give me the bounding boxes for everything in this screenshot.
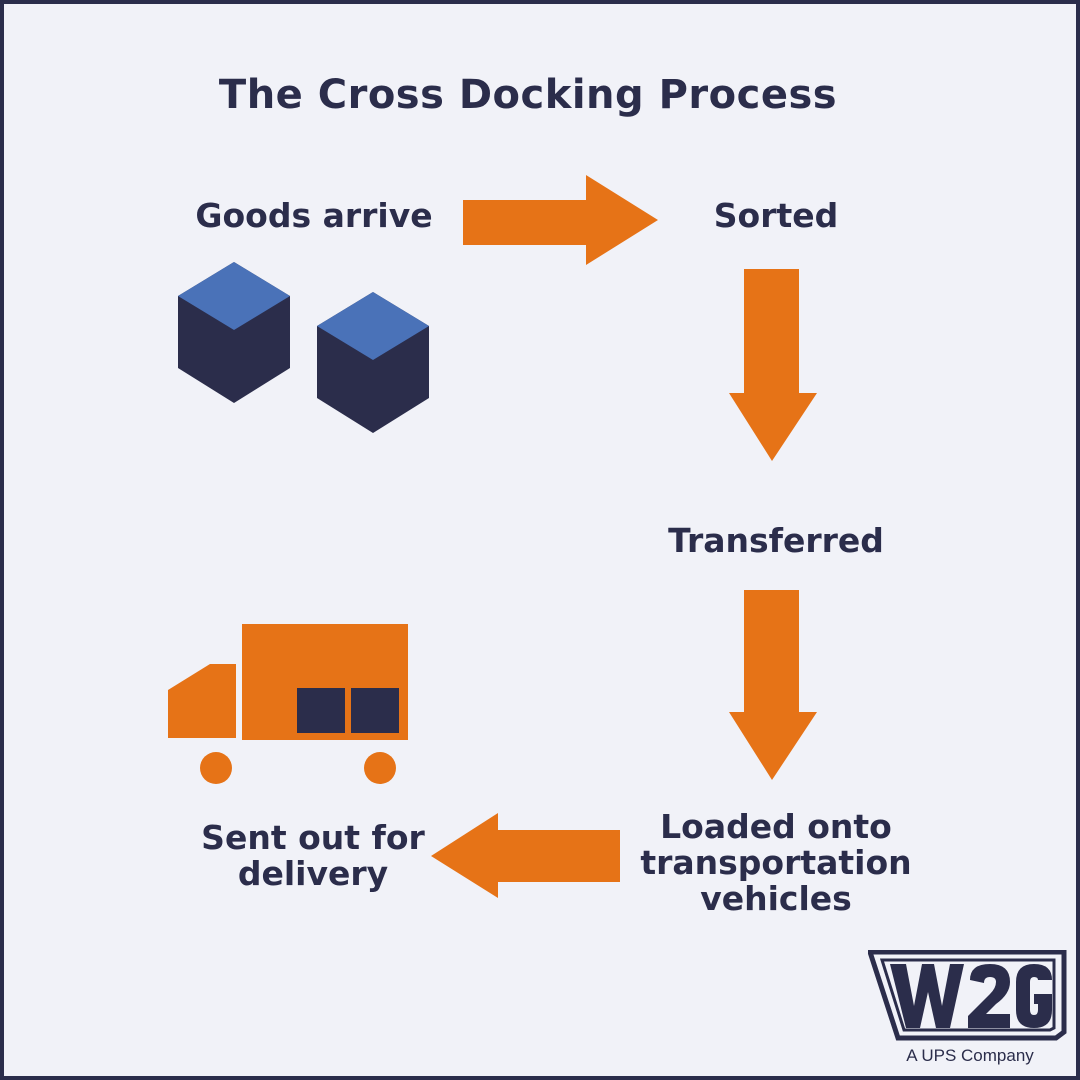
- box-icon: [317, 292, 429, 433]
- step-goods-arrive: Goods arrive: [195, 196, 433, 235]
- arrow-down-icon: [729, 590, 817, 780]
- w2g-logo-icon: [868, 950, 1067, 1041]
- arrow-down-icon: [729, 269, 817, 461]
- step-sorted: Sorted: [713, 196, 839, 235]
- page-title: The Cross Docking Process: [218, 72, 838, 118]
- truck-icon: [168, 624, 408, 784]
- arrow-right-icon: [463, 175, 658, 265]
- step-loaded: Loaded onto transportation vehicles: [640, 807, 912, 918]
- arrow-left-icon: [431, 813, 620, 898]
- step-sent-out: Sent out for delivery: [201, 818, 425, 893]
- step-transferred: Transferred: [668, 521, 884, 560]
- box-icon: [178, 262, 290, 403]
- logo-tagline: A UPS Company: [906, 1046, 1034, 1065]
